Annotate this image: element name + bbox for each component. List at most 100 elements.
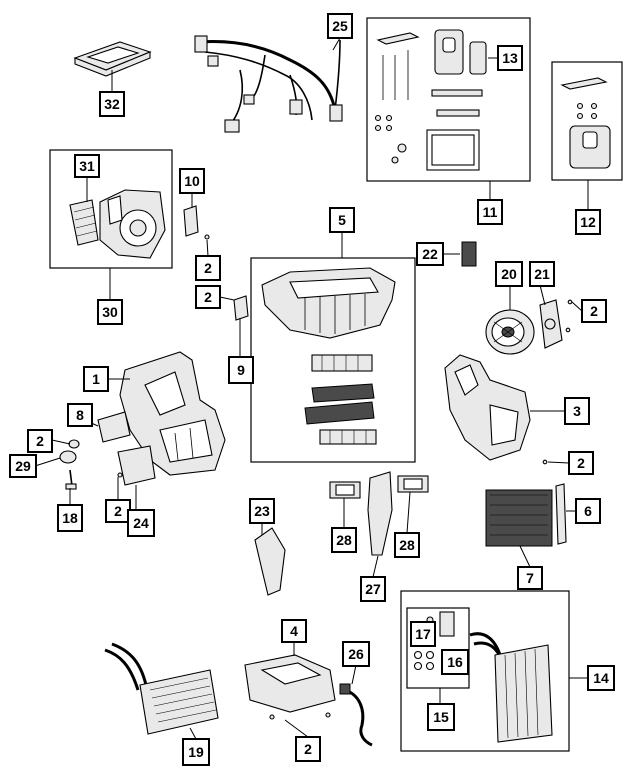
callout-5: 5 <box>329 207 355 233</box>
callout-24: 24 <box>127 509 155 537</box>
svg-text:16: 16 <box>447 654 463 670</box>
svg-text:21: 21 <box>534 266 550 282</box>
svg-text:30: 30 <box>102 304 118 320</box>
svg-text:32: 32 <box>104 96 120 112</box>
svg-text:18: 18 <box>62 510 78 526</box>
callout-2-d: 2 <box>27 429 53 453</box>
callout-2-g: 2 <box>295 736 321 762</box>
part-17-valve <box>426 611 455 637</box>
callout-14: 14 <box>587 665 615 691</box>
part-26-drain-hose <box>339 683 373 747</box>
part-6-filter-door <box>555 483 567 545</box>
callout-2-b: 2 <box>195 285 221 309</box>
part-16-orings <box>413 650 435 671</box>
svg-text:22: 22 <box>422 246 438 262</box>
callout-3: 3 <box>564 397 590 425</box>
svg-text:3: 3 <box>573 403 581 419</box>
svg-text:5: 5 <box>338 212 346 228</box>
part-29-knob <box>59 439 80 464</box>
callout-8: 8 <box>67 403 93 427</box>
part-28-outlet-left <box>329 481 361 499</box>
part-31-filter-insert <box>69 199 99 246</box>
part-23-duct <box>254 527 286 596</box>
callout-15: 15 <box>427 703 455 731</box>
svg-text:29: 29 <box>15 458 31 474</box>
group-box-15 <box>406 607 470 689</box>
svg-text:6: 6 <box>584 503 592 519</box>
svg-text:23: 23 <box>254 503 270 519</box>
svg-text:1: 1 <box>92 371 100 387</box>
group-box-13 <box>366 17 531 182</box>
part-24-duct <box>117 445 156 486</box>
part-32-filter-frame <box>73 41 152 77</box>
svg-text:4: 4 <box>290 623 298 639</box>
part-10-actuator <box>183 205 210 240</box>
callout-6: 6 <box>575 498 601 524</box>
callout-2-f: 2 <box>568 451 594 475</box>
svg-text:28: 28 <box>336 532 352 548</box>
callout-2-e: 2 <box>105 499 131 523</box>
callout-12: 12 <box>575 209 601 235</box>
callout-13: 13 <box>497 45 523 71</box>
part-18-rod <box>65 469 77 490</box>
svg-text:17: 17 <box>415 626 431 642</box>
part-8-door <box>97 411 131 443</box>
part-27-duct <box>367 471 393 556</box>
part-12-kit <box>560 77 611 169</box>
part-21-motor-mount <box>539 299 573 349</box>
callout-30: 30 <box>97 299 123 325</box>
callout-18: 18 <box>57 504 83 532</box>
svg-text:2: 2 <box>577 455 585 471</box>
callout-4: 4 <box>281 619 307 643</box>
svg-text:19: 19 <box>188 744 204 760</box>
part-22-resistor <box>461 241 477 267</box>
svg-text:26: 26 <box>348 646 364 662</box>
group-box-12 <box>551 61 623 181</box>
svg-text:15: 15 <box>433 709 449 725</box>
svg-text:2: 2 <box>204 260 212 276</box>
part-7-cabin-filter <box>485 489 553 547</box>
part-28-outlet-right <box>397 475 429 493</box>
svg-text:14: 14 <box>593 670 609 686</box>
svg-text:31: 31 <box>79 158 95 174</box>
svg-text:2: 2 <box>590 303 598 319</box>
callout-21: 21 <box>529 261 555 287</box>
callout-23: 23 <box>249 498 275 524</box>
svg-text:2: 2 <box>36 433 44 449</box>
callout-16: 16 <box>441 649 469 675</box>
callout-17: 17 <box>410 621 436 647</box>
part-3-hvac-housing <box>444 354 548 465</box>
svg-text:12: 12 <box>580 214 596 230</box>
callout-22: 22 <box>416 242 444 266</box>
callout-28-b: 28 <box>394 532 420 558</box>
callout-31: 31 <box>74 154 100 178</box>
svg-text:20: 20 <box>501 266 517 282</box>
part-1-hvac-housing <box>119 351 226 476</box>
callout-26: 26 <box>342 641 370 667</box>
part-25-wiring-harness <box>194 35 343 133</box>
svg-text:24: 24 <box>133 515 149 531</box>
svg-text:9: 9 <box>237 362 245 378</box>
part-19-heater-core <box>104 642 219 735</box>
svg-text:2: 2 <box>304 741 312 757</box>
callout-10: 10 <box>179 168 205 194</box>
callout-7: 7 <box>517 566 543 590</box>
callout-20: 20 <box>495 261 523 287</box>
part-14-evaporator <box>469 632 553 743</box>
callout-32: 32 <box>99 91 125 117</box>
part-4-lower-case <box>244 654 336 720</box>
callout-29: 29 <box>9 454 37 478</box>
part-5-hvac-case <box>261 267 396 445</box>
svg-text:27: 27 <box>365 581 381 597</box>
callout-27: 27 <box>360 576 386 602</box>
callout-9: 9 <box>228 356 254 384</box>
callout-28-a: 28 <box>331 527 357 553</box>
svg-text:10: 10 <box>184 173 200 189</box>
group-box-14 <box>400 590 570 752</box>
svg-text:8: 8 <box>76 407 84 423</box>
part-30-blower-housing <box>99 189 166 259</box>
svg-text:2: 2 <box>204 289 212 305</box>
part-13-kit <box>374 29 487 171</box>
group-box-30 <box>49 149 173 269</box>
svg-text:28: 28 <box>399 537 415 553</box>
